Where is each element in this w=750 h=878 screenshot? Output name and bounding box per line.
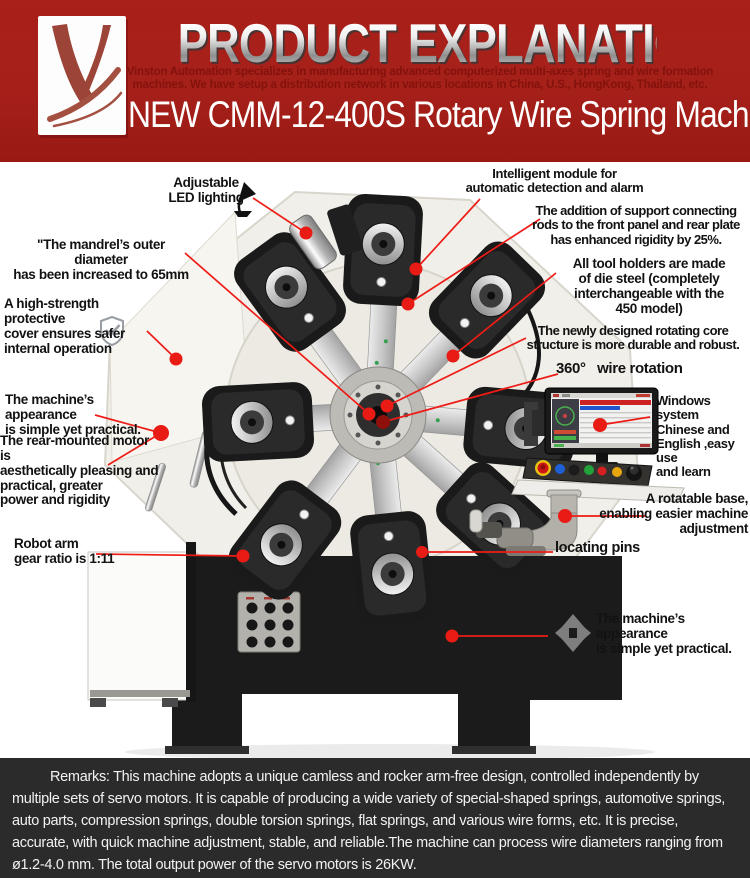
callout-rotating-core: The newly designed rotating core structu…	[526, 323, 740, 353]
tool-head	[343, 194, 423, 306]
shield-check-icon	[100, 315, 124, 347]
tool-head	[428, 241, 546, 359]
callout-robot-arm: Robot arm gear ratio is 1:11	[14, 536, 115, 566]
page-title: PRODUCT EXPLANATION	[177, 12, 721, 75]
monitor-screen	[551, 393, 652, 448]
callout-adjustable-led: Adjustable LED lighting	[168, 175, 244, 205]
callout-leader-lines	[94, 197, 651, 637]
locating-pin-part	[469, 509, 483, 533]
callout-protective-cover: A high-strength protective cover ensures…	[4, 296, 125, 356]
model-name-banner: NEW CMM-12-400S Rotary Wire Spring Machi…	[128, 94, 750, 135]
callout-rear-motor: The rear-mounted motor is aesthetically …	[0, 433, 159, 508]
rotating-core-hub	[329, 366, 427, 464]
tool-head	[234, 232, 346, 352]
callout-dots	[153, 226, 607, 643]
lamp-icon	[234, 182, 256, 217]
rotatable-base-pipe	[476, 489, 582, 556]
callout-tool-holders: All tool holders are made of die steel (…	[572, 256, 726, 316]
machine-illustration	[87, 182, 685, 758]
callout-windows-system: Windows system Chinese and English ,easy…	[656, 393, 735, 480]
diamond-arrows-icon	[555, 614, 591, 652]
callout-appearance-left: The machine’s appearance is simple yet p…	[5, 392, 141, 437]
company-tagline: Vinston Automation specializes in manufa…	[126, 66, 714, 91]
tool-head	[202, 382, 314, 462]
footer-remarks-text: Remarks: This machine adopts a unique ca…	[12, 769, 726, 874]
callout-locating-pins: locating pins	[555, 540, 640, 556]
header-banner: PRODUCT EXPLANATION Vinston Automation s…	[0, 0, 750, 162]
vinston-v-icon	[47, 24, 123, 128]
machine-button-pad	[237, 591, 301, 653]
tool-head	[228, 480, 342, 600]
machine-base	[87, 542, 622, 754]
control-panel	[511, 457, 685, 503]
callout-appearance-bottom: The machine’s appearance is simple yet p…	[596, 611, 732, 656]
callout-mandrel-diameter: "The mandrel’s outer diameter has been i…	[13, 237, 189, 282]
footer-remarks-bar: Remarks: This machine adopts a unique ca…	[0, 758, 750, 878]
callout-support-rods: The addition of support connecting rods …	[532, 203, 740, 247]
vinston-logo	[38, 16, 126, 135]
callout-intelligent-module: Intelligent module for automatic detecti…	[465, 166, 644, 196]
tool-head	[350, 511, 434, 625]
callout-wire-rotation: 360° wire rotation	[556, 360, 683, 377]
callout-rotatable-base: A rotatable base, enabling easier machin…	[599, 491, 748, 536]
